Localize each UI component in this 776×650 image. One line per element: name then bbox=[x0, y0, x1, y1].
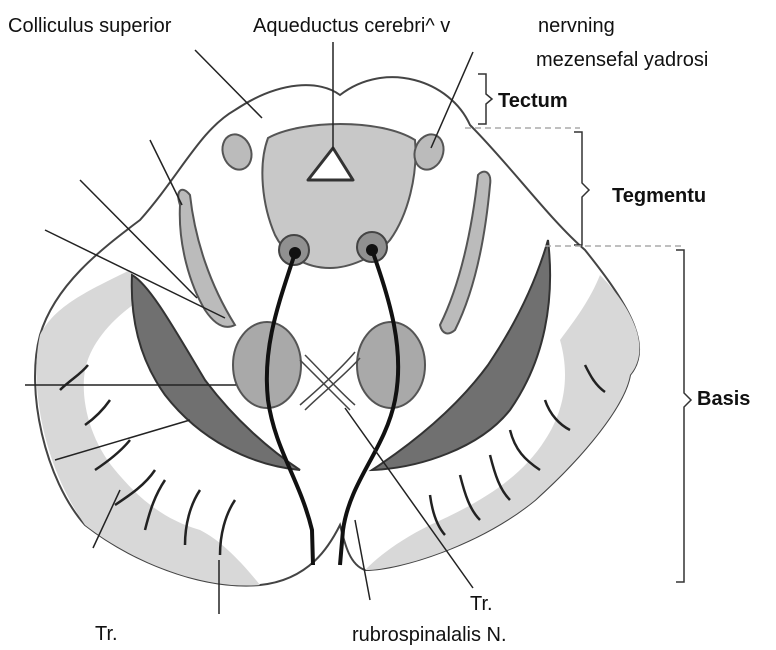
label-tr-right: Tr. bbox=[470, 593, 493, 615]
label-mezensefal: mezensefal yadrosi bbox=[536, 49, 708, 71]
label-tectum: Tectum bbox=[498, 90, 568, 112]
label-tegmentum: Tegmentu bbox=[612, 185, 706, 207]
basis-brace bbox=[676, 250, 691, 582]
red-nucleus-right bbox=[357, 322, 425, 408]
tectum-brace bbox=[478, 74, 492, 124]
label-colliculus-superior: Colliculus superior bbox=[8, 15, 172, 37]
label-aqueductus: Aqueductus cerebri^ v bbox=[253, 15, 450, 37]
tegmentum-brace bbox=[574, 132, 589, 245]
label-rubrospinalis: rubrospinalalis N. bbox=[352, 624, 507, 646]
label-basis: Basis bbox=[697, 388, 750, 410]
label-nervning: nervning bbox=[538, 15, 615, 37]
label-tr-left: Tr. bbox=[95, 623, 118, 645]
